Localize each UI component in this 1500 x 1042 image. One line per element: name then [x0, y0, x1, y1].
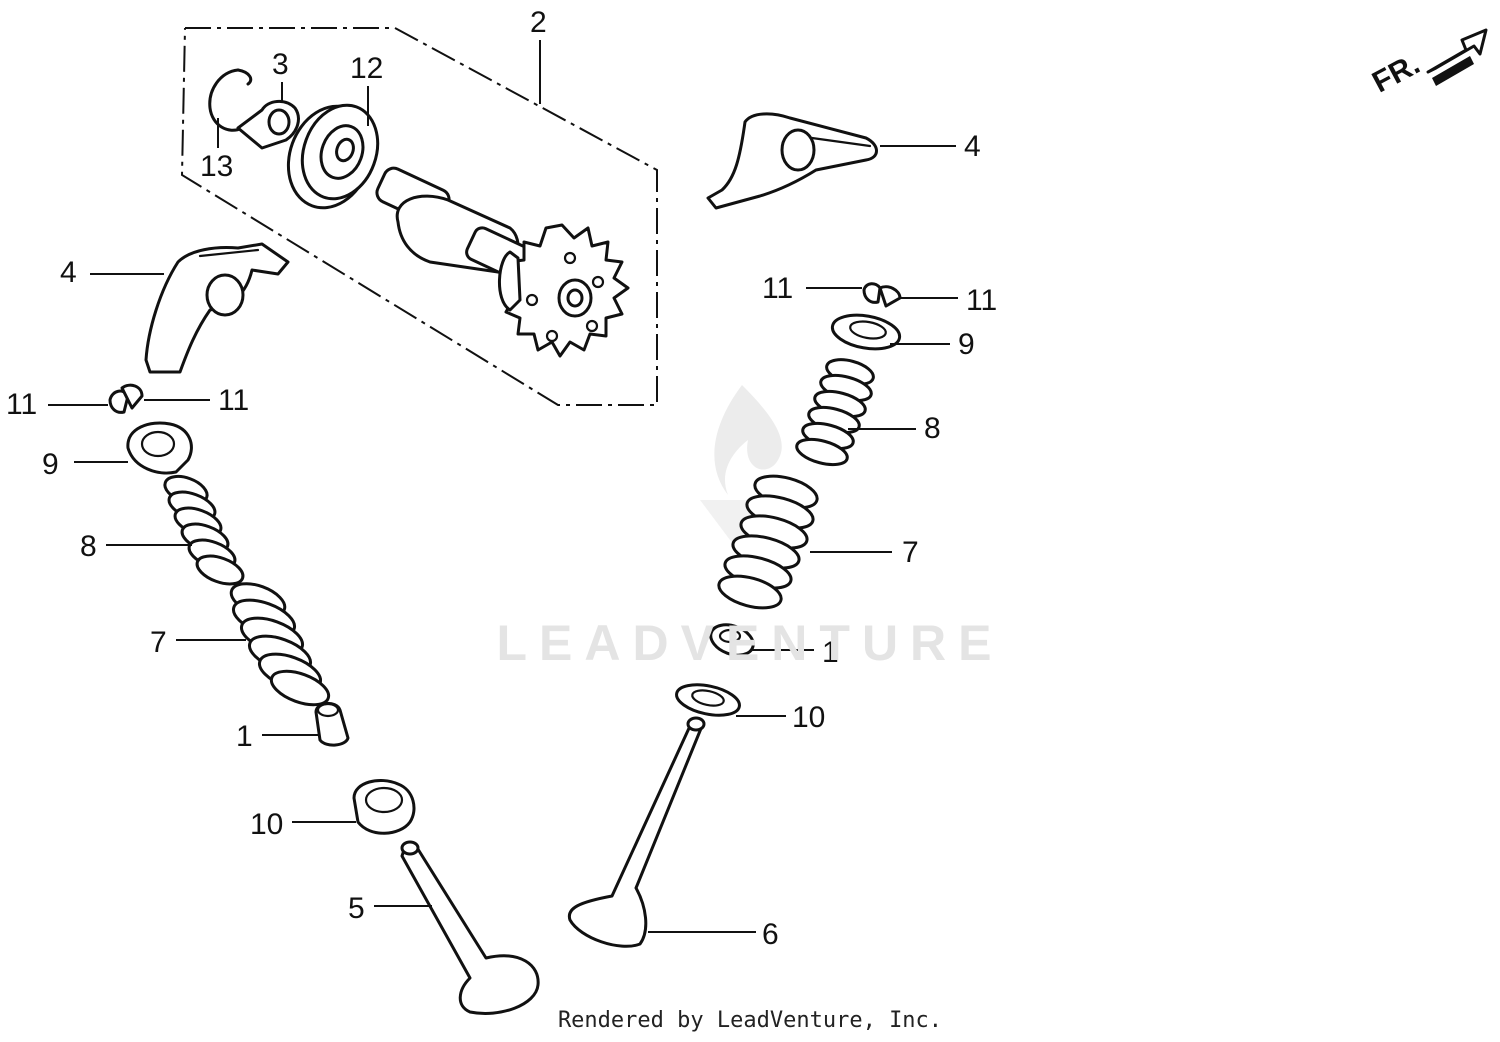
rocker-arm-4-left [144, 242, 290, 374]
callout-11-right-b: 11 [966, 284, 998, 317]
outer-spring-7-left [229, 582, 331, 707]
spring-retainer-9-left [126, 421, 193, 475]
callout-2: 2 [530, 6, 547, 39]
callout-8-right: 8 [924, 412, 941, 445]
callout-11-left-a: 11 [6, 388, 38, 421]
cam-sprocket [497, 223, 630, 358]
watermark-text: LEADVENTURE [496, 615, 1004, 671]
callout-3: 3 [272, 48, 289, 81]
callout-11-left-b: 11 [218, 384, 250, 417]
callout-7-right: 7 [902, 536, 919, 569]
valve-cotters-11-left [108, 383, 144, 414]
valve-cotters-11-right [862, 282, 902, 308]
callout-1-left: 1 [236, 720, 253, 753]
spring-seat-10-right [675, 683, 741, 717]
callout-13: 13 [200, 150, 234, 183]
callout-7-left: 7 [150, 626, 167, 659]
camshaft-assembly-boundary [180, 27, 658, 406]
footer-credit: Rendered by LeadVenture, Inc. [557, 1008, 943, 1033]
callout-9-right: 9 [958, 328, 975, 361]
callout-4-right: 4 [964, 130, 981, 163]
leader-lines [48, 40, 958, 933]
callout-5: 5 [348, 892, 365, 925]
valve-6 [567, 716, 706, 948]
stem-seal-1-right [709, 623, 755, 657]
inner-spring-8-left [163, 474, 245, 586]
callout-12: 12 [350, 52, 384, 85]
bearing-12 [286, 103, 380, 210]
front-direction-arrow-icon [1426, 28, 1488, 86]
spring-seat-10-left [352, 779, 416, 835]
callout-4-left: 4 [60, 256, 77, 289]
callout-6: 6 [762, 918, 779, 951]
callout-11-right-a: 11 [762, 272, 794, 305]
callout-1-right: 1 [822, 636, 839, 669]
callout-8-left: 8 [80, 530, 97, 563]
outer-spring-7-right [717, 474, 819, 610]
callout-10-right: 10 [792, 701, 826, 734]
valve-5 [400, 840, 540, 1015]
stem-seal-1-left [314, 702, 350, 747]
snap-ring-13 [208, 68, 253, 132]
rocker-arm-4-right [706, 112, 878, 210]
inner-spring-8-right [795, 358, 875, 467]
callout-10-left: 10 [250, 808, 284, 841]
stopper-plate-3 [236, 100, 300, 150]
spring-retainer-9-right [830, 313, 902, 351]
callout-9-left: 9 [42, 448, 59, 481]
